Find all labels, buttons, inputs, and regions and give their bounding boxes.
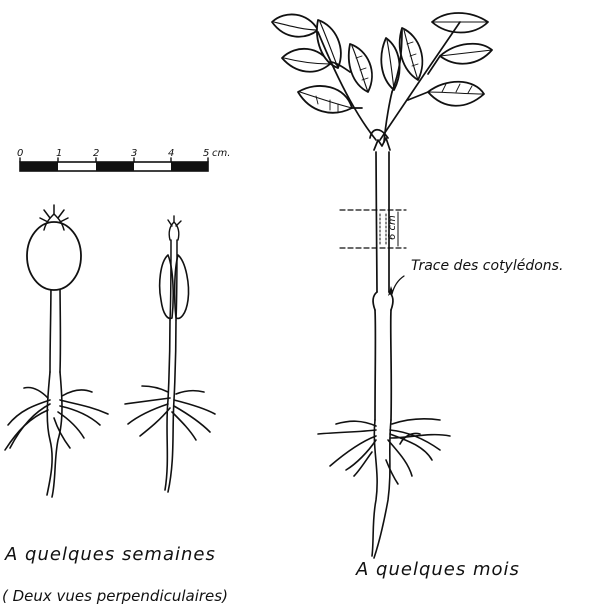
scale-tick-5: 5 — [203, 148, 209, 159]
cotyledon-trace-arrow: Trace des cotylédons. — [388, 258, 563, 296]
captions: A quelques semaines ( Deux vues perpendi… — [2, 544, 520, 605]
measure-label: 6 cm — [387, 215, 398, 240]
plant-leaves — [272, 13, 492, 113]
scale-tick-1: 1 — [56, 148, 62, 159]
caption-weeks-sub: ( Deux vues perpendiculaires) — [2, 587, 228, 605]
scale-tick-2: 2 — [93, 148, 99, 159]
scale-tick-4: 4 — [168, 148, 174, 159]
caption-weeks: A quelques semaines — [4, 544, 216, 565]
seedling-side-view — [125, 216, 215, 492]
scale-tick-3: 3 — [131, 148, 137, 159]
scale-tick-0: 0 — [17, 148, 23, 159]
young-plant: 6 cm Trace des cotylédons. — [272, 13, 563, 558]
scale-unit: cm. — [212, 148, 230, 159]
plant-roots — [318, 419, 450, 558]
caption-months: A quelques mois — [355, 559, 520, 580]
seedling-side-cotyledons — [160, 255, 189, 318]
plant-stem — [373, 152, 393, 420]
seedling-front-view — [5, 205, 108, 497]
seedling-front-cotyledon — [27, 222, 81, 290]
scale-bar: 0 1 2 3 4 5 cm. — [17, 148, 230, 171]
seedling-front-roots — [5, 372, 108, 497]
plant-measure-bracket: 6 cm — [340, 210, 406, 248]
seedling-front-stem — [50, 280, 60, 372]
seedling-side-bud — [168, 216, 181, 240]
seedling-side-roots — [125, 320, 215, 492]
cotyledon-trace-label: Trace des cotylédons. — [411, 258, 563, 274]
